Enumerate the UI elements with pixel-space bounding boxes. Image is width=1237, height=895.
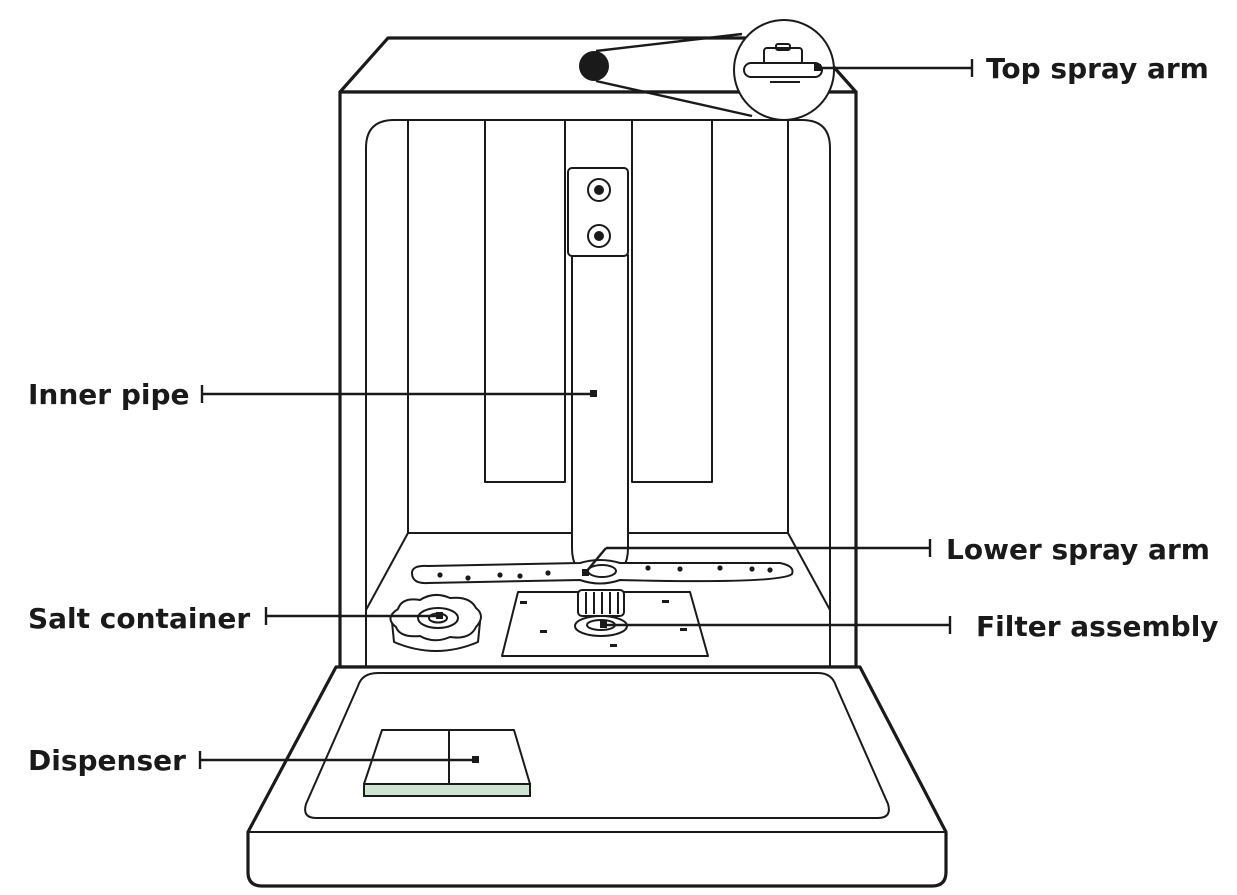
label-top-spray-arm: Top spray arm [986,52,1209,85]
rear-panel-left [484,119,566,483]
spray-hole [497,572,503,578]
door-inner-panel [304,672,890,819]
spray-hole [677,566,683,572]
label-inner-pipe: Inner pipe [28,378,190,411]
leader-filter-assembly-point [600,621,607,628]
spray-hole [437,572,443,578]
tub-floor-edge-left [365,532,409,611]
pipe-mount-block [567,167,629,257]
lower-spray-arm [411,559,794,585]
dispenser-lid [363,729,531,785]
dishwasher-door [246,665,948,888]
plate-slot [680,628,687,631]
inner-pipe [571,254,629,576]
top-spray-arm-body [743,62,823,78]
spray-hole [517,573,523,579]
leader-inner-pipe-point [590,390,597,397]
dispenser-front-strip [363,783,531,797]
top-spray-arm-nub [775,43,791,51]
leader-top-spray-arm-point [814,64,821,71]
spray-hole [767,567,773,573]
tub-floor-edge-right [787,532,831,611]
plate-slot [662,600,669,603]
callout-ray-upper [595,32,743,53]
label-salt-container: Salt container [28,602,250,635]
spray-hole [465,575,471,581]
callout-origin-marker [579,51,609,81]
leader-lines [198,59,974,769]
plate-slot [540,630,547,633]
label-filter-assembly: Filter assembly [976,610,1219,643]
spray-hole [645,565,651,571]
inner-pipe-assembly [567,167,629,576]
tub-interior [365,119,831,666]
plate-slot [520,601,527,604]
top-spray-arm-callout [579,19,835,121]
leader-salt-container-point [436,612,443,619]
salt-container [389,594,482,652]
leader-lower-spray-arm-point [582,569,589,576]
lower-spray-arm-body [411,559,794,585]
leader-lower-spray-arm-diag [585,547,607,573]
part-labels: Top spray arm Inner pipe Lower spray arm… [28,52,1219,777]
plate-slot [610,644,617,647]
label-lower-spray-arm: Lower spray arm [946,533,1210,566]
label-dispenser: Dispenser [28,744,186,777]
mount-bolt-bottom-center [594,231,604,241]
spray-hole [749,566,755,572]
dispenser [363,729,531,797]
spray-hole [717,565,723,571]
rear-panel-right [631,119,713,483]
spray-hole [545,570,551,576]
callout-ray-lower [595,79,753,118]
mount-bolt-top-center [594,185,604,195]
leader-dispenser-point [472,756,479,763]
